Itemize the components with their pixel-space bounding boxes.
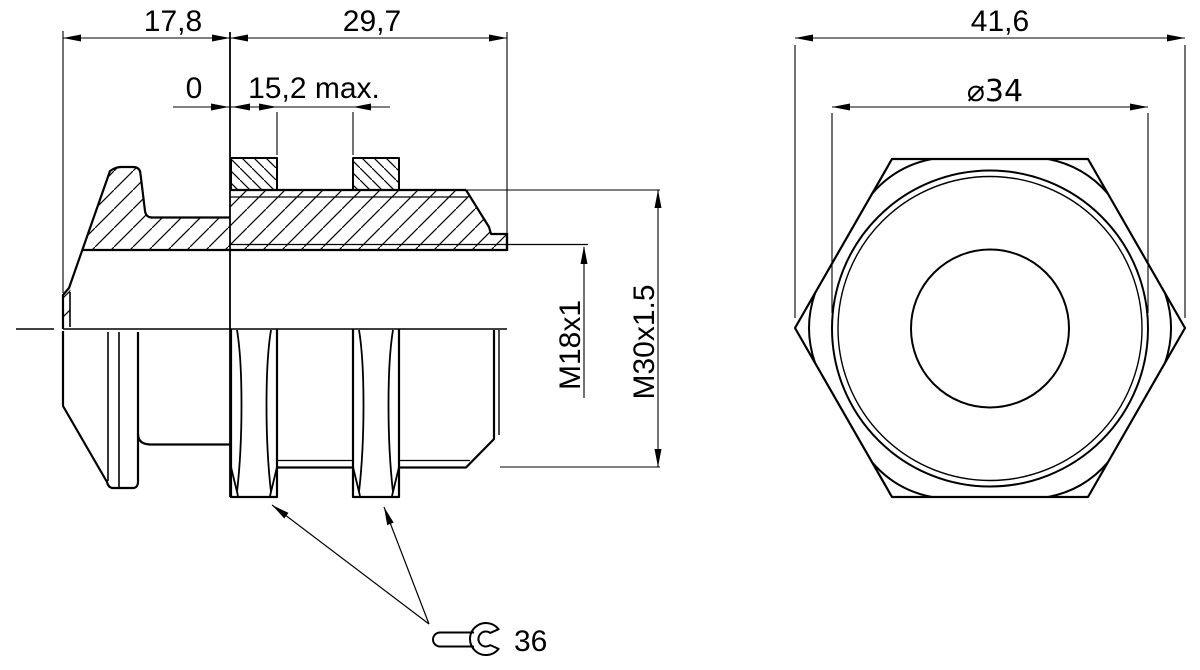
hexagon-outline — [793, 157, 1187, 499]
locknut1-top-outline — [230, 157, 278, 190]
thread-od-bottom-2 — [399, 330, 496, 469]
dim-m30x1-5: M30x1.5 — [466, 189, 662, 468]
flange-section-hatch — [63, 167, 230, 326]
dim-41-6: 41,6 — [794, 5, 1186, 318]
dim-diameter-34: ⌀34 — [831, 74, 1149, 313]
front-view: 41,6 ⌀34 — [793, 5, 1187, 499]
dim-label-15-2-max: 15,2 max. — [248, 72, 380, 105]
dim-label-41-6: 41,6 — [971, 5, 1029, 38]
locknut1-bottom — [229, 329, 279, 499]
dim-label-0: 0 — [186, 72, 203, 105]
wrench-icon — [432, 622, 500, 656]
callout-m18x1: M18x1 — [554, 246, 588, 398]
locknut2-bottom — [351, 329, 401, 499]
flange-outline-top — [61, 165, 230, 329]
dim-label-diameter-34: ⌀34 — [967, 74, 1023, 109]
body-section-hatch — [230, 190, 507, 250]
dim-0-and-15-2: 0 15,2 max. — [173, 72, 390, 155]
thread-label-m30x1-5: M30x1.5 — [628, 284, 661, 399]
flange-outline-bottom — [61, 331, 140, 490]
dim-label-17-8: 17,8 — [144, 5, 202, 38]
dim-17-8-and-29-7: 17,8 29,7 — [62, 5, 509, 497]
bore-circle — [910, 248, 1070, 409]
neck-line — [136, 433, 231, 446]
wrench-size-label: 36 — [514, 625, 547, 658]
wrench-callout: 36 — [271, 504, 547, 658]
locknut1-section-hatch — [231, 158, 277, 190]
hex-chamfer-arcs — [808, 158, 1172, 498]
thread-label-m18x1: M18x1 — [554, 300, 587, 390]
body-inner-circle — [837, 175, 1143, 482]
side-view: 17,8 29,7 0 15,2 max. M18x1 — [16, 5, 662, 658]
dim-label-29-7: 29,7 — [343, 5, 401, 38]
locknut2-section-hatch — [353, 158, 399, 190]
locknut2-top-outline — [352, 157, 400, 190]
body-outer-circle — [831, 169, 1149, 488]
